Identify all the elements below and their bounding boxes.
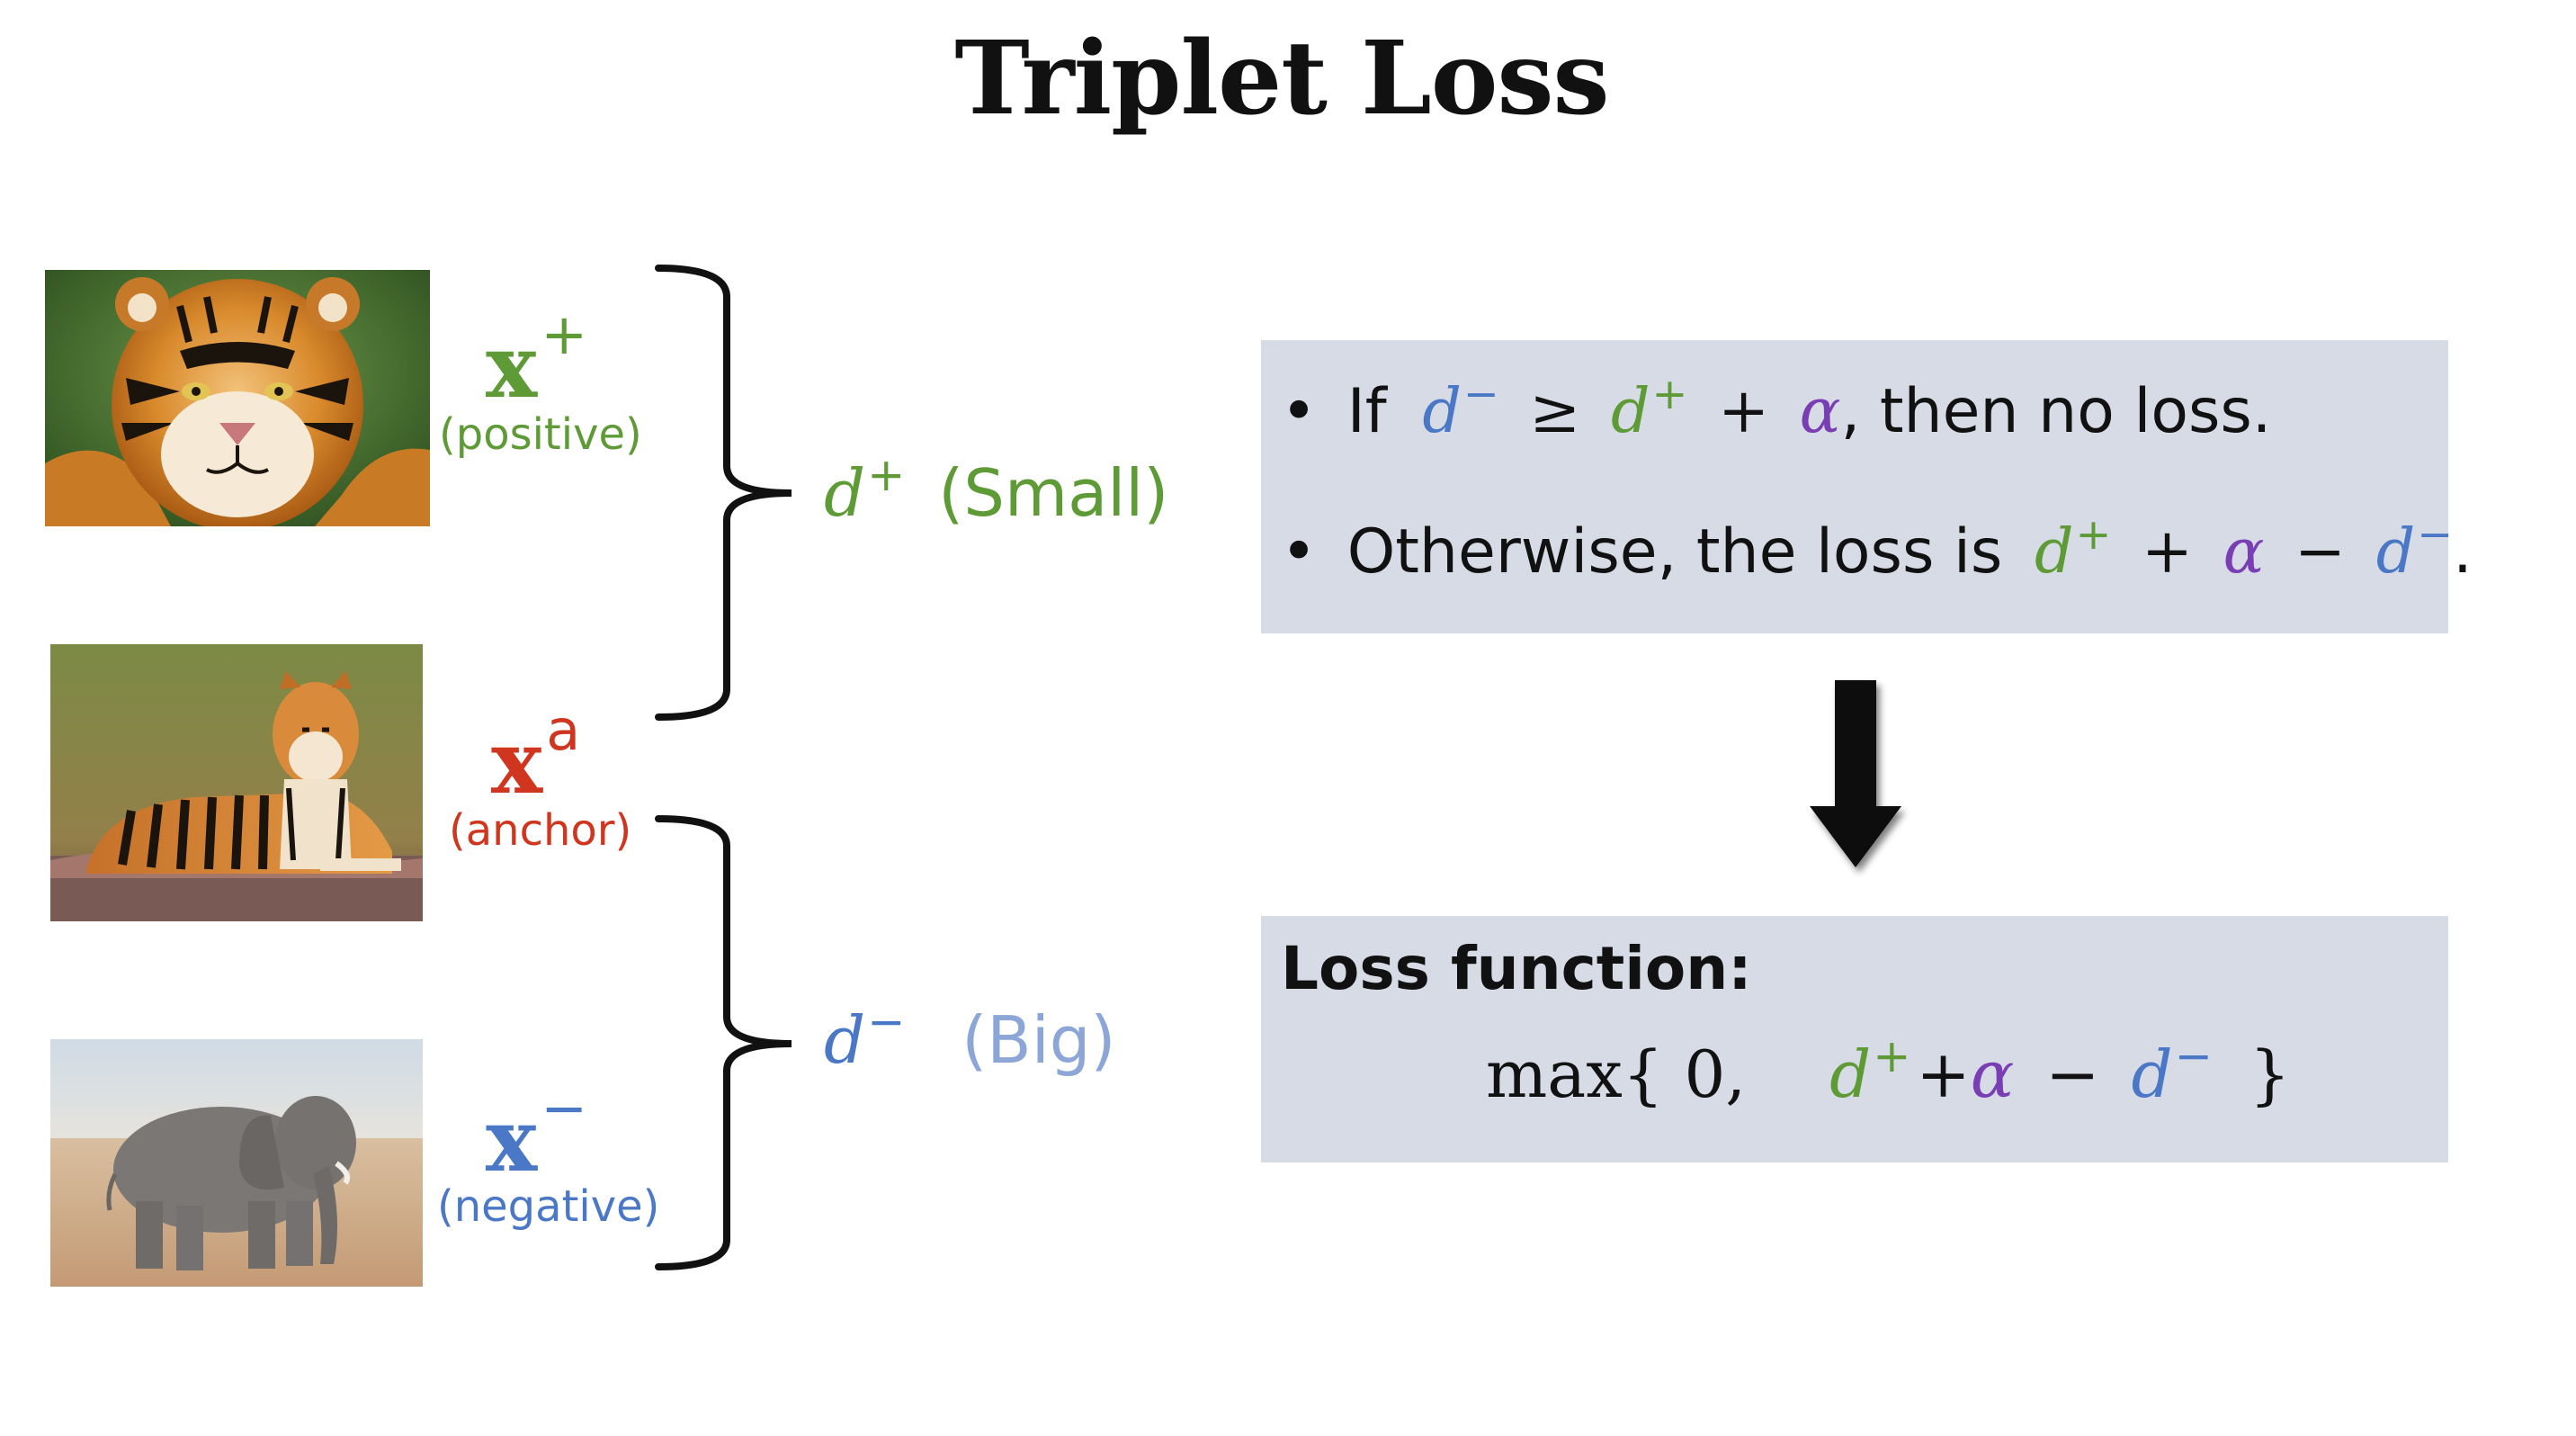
loss-function-box [1261, 916, 2448, 1162]
negative-brace [655, 815, 792, 1270]
loss-function-formula: max{ 0, d++α − d− } [1486, 1029, 2291, 1112]
positive-symbol: x+ [486, 301, 588, 417]
condition-no-loss: • If d− ≥ d+ + α, then no loss. [1281, 369, 2272, 447]
positive-tiger-image [45, 270, 430, 526]
negative-role-label: (negative) [437, 1181, 660, 1232]
anchor-role-label: (anchor) [449, 805, 632, 856]
negative-distance-label: d− (Big) [824, 995, 1116, 1078]
positive-distance-label: d+ (Small) [824, 448, 1169, 531]
anchor-tiger-image [50, 644, 423, 921]
down-arrow-icon [1810, 680, 1901, 867]
positive-brace [655, 265, 792, 721]
condition-otherwise: • Otherwise, the loss is d+ + α − d−. [1281, 509, 2473, 588]
positive-role-label: (positive) [439, 409, 642, 460]
anchor-symbol: xa [491, 697, 581, 813]
loss-function-label: Loss function: [1281, 934, 1752, 1003]
negative-symbol: x− [486, 1075, 588, 1191]
conditions-box [1261, 340, 2448, 633]
negative-elephant-image [50, 1039, 423, 1287]
slide-title: Triplet Loss [954, 20, 1609, 138]
